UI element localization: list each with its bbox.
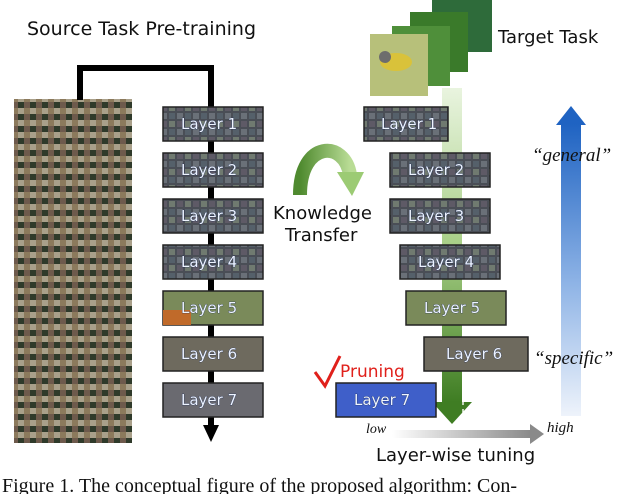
target-layer-5-box — [405, 290, 507, 326]
source-layer-5-texture — [163, 310, 191, 325]
source-layer-7-label: Layer 7 — [181, 391, 237, 409]
bird-head — [379, 51, 391, 63]
transfer-label-line2: Transfer — [284, 225, 358, 246]
target-layer-2-box — [389, 152, 491, 188]
pipeline-down-arrow — [203, 425, 219, 442]
general-specific-arrow-shaft — [561, 124, 581, 416]
source-layer-3-box — [162, 198, 264, 234]
target-layer-6-label: Layer 6 — [446, 345, 502, 363]
axis-high-label: high — [547, 420, 574, 436]
specific-label: “specific” — [534, 348, 613, 369]
source-layer-6-label: Layer 6 — [181, 345, 237, 363]
pruning-label: Pruning — [340, 362, 405, 382]
target-layer-6-box — [423, 336, 529, 372]
target-layer-7-box — [335, 382, 437, 418]
source-layer-3-label: Layer 3 — [181, 207, 237, 225]
source-layer-2-box — [162, 152, 264, 188]
source-layer-5-box — [162, 290, 264, 326]
left-title: Source Task Pre-training — [27, 18, 256, 40]
source-image-mosaic — [14, 99, 132, 443]
target-image-stack — [370, 0, 492, 96]
source-layer-2-label: Layer 2 — [181, 161, 237, 179]
pruning-check-icon — [313, 355, 342, 389]
source-layer-6-box — [162, 336, 264, 372]
target-layer-5-label: Layer 5 — [424, 299, 480, 317]
target-layer-1-box — [363, 106, 449, 142]
source-layers: Layer 1 Layer 2 Layer 3 Layer 4 Layer 5 … — [162, 106, 264, 418]
tuning-axis-arrowhead — [530, 424, 544, 444]
general-label: “general” — [532, 145, 611, 166]
axis-low-label: low — [366, 422, 387, 437]
target-layer-3-label: Layer 3 — [408, 207, 464, 225]
tuning-axis-bar — [392, 430, 530, 438]
transfer-arrowhead — [337, 172, 364, 196]
target-layer-4-label: Layer 4 — [418, 253, 474, 271]
source-layer-7-box — [162, 382, 264, 418]
general-specific-arrowhead — [556, 106, 586, 125]
source-layer-5-label: Layer 5 — [181, 299, 237, 317]
source-layer-1-label: Layer 1 — [181, 115, 237, 133]
fine-tune-arrowhead — [432, 402, 472, 424]
target-layers: Layer 1 Layer 2 Layer 3 Layer 4 Layer 5 … — [335, 106, 529, 418]
transfer-curved-arrow — [293, 143, 357, 196]
target-layer-2-label: Layer 2 — [408, 161, 464, 179]
target-layer-3-box — [389, 198, 491, 234]
axis-title: Layer-wise tuning — [376, 445, 535, 466]
target-layer-7-label: Layer 7 — [354, 391, 410, 409]
target-layer-4-box — [399, 244, 501, 280]
target-layer-1-label: Layer 1 — [381, 115, 437, 133]
figure-caption: Figure 1. The conceptual figure of the p… — [2, 475, 517, 494]
source-layer-4-box — [162, 244, 264, 280]
right-title: Target Task — [497, 27, 599, 48]
source-layer-1-box — [162, 106, 264, 142]
source-layer-4-label: Layer 4 — [181, 253, 237, 271]
transfer-label-line1: Knowledge — [273, 203, 372, 224]
